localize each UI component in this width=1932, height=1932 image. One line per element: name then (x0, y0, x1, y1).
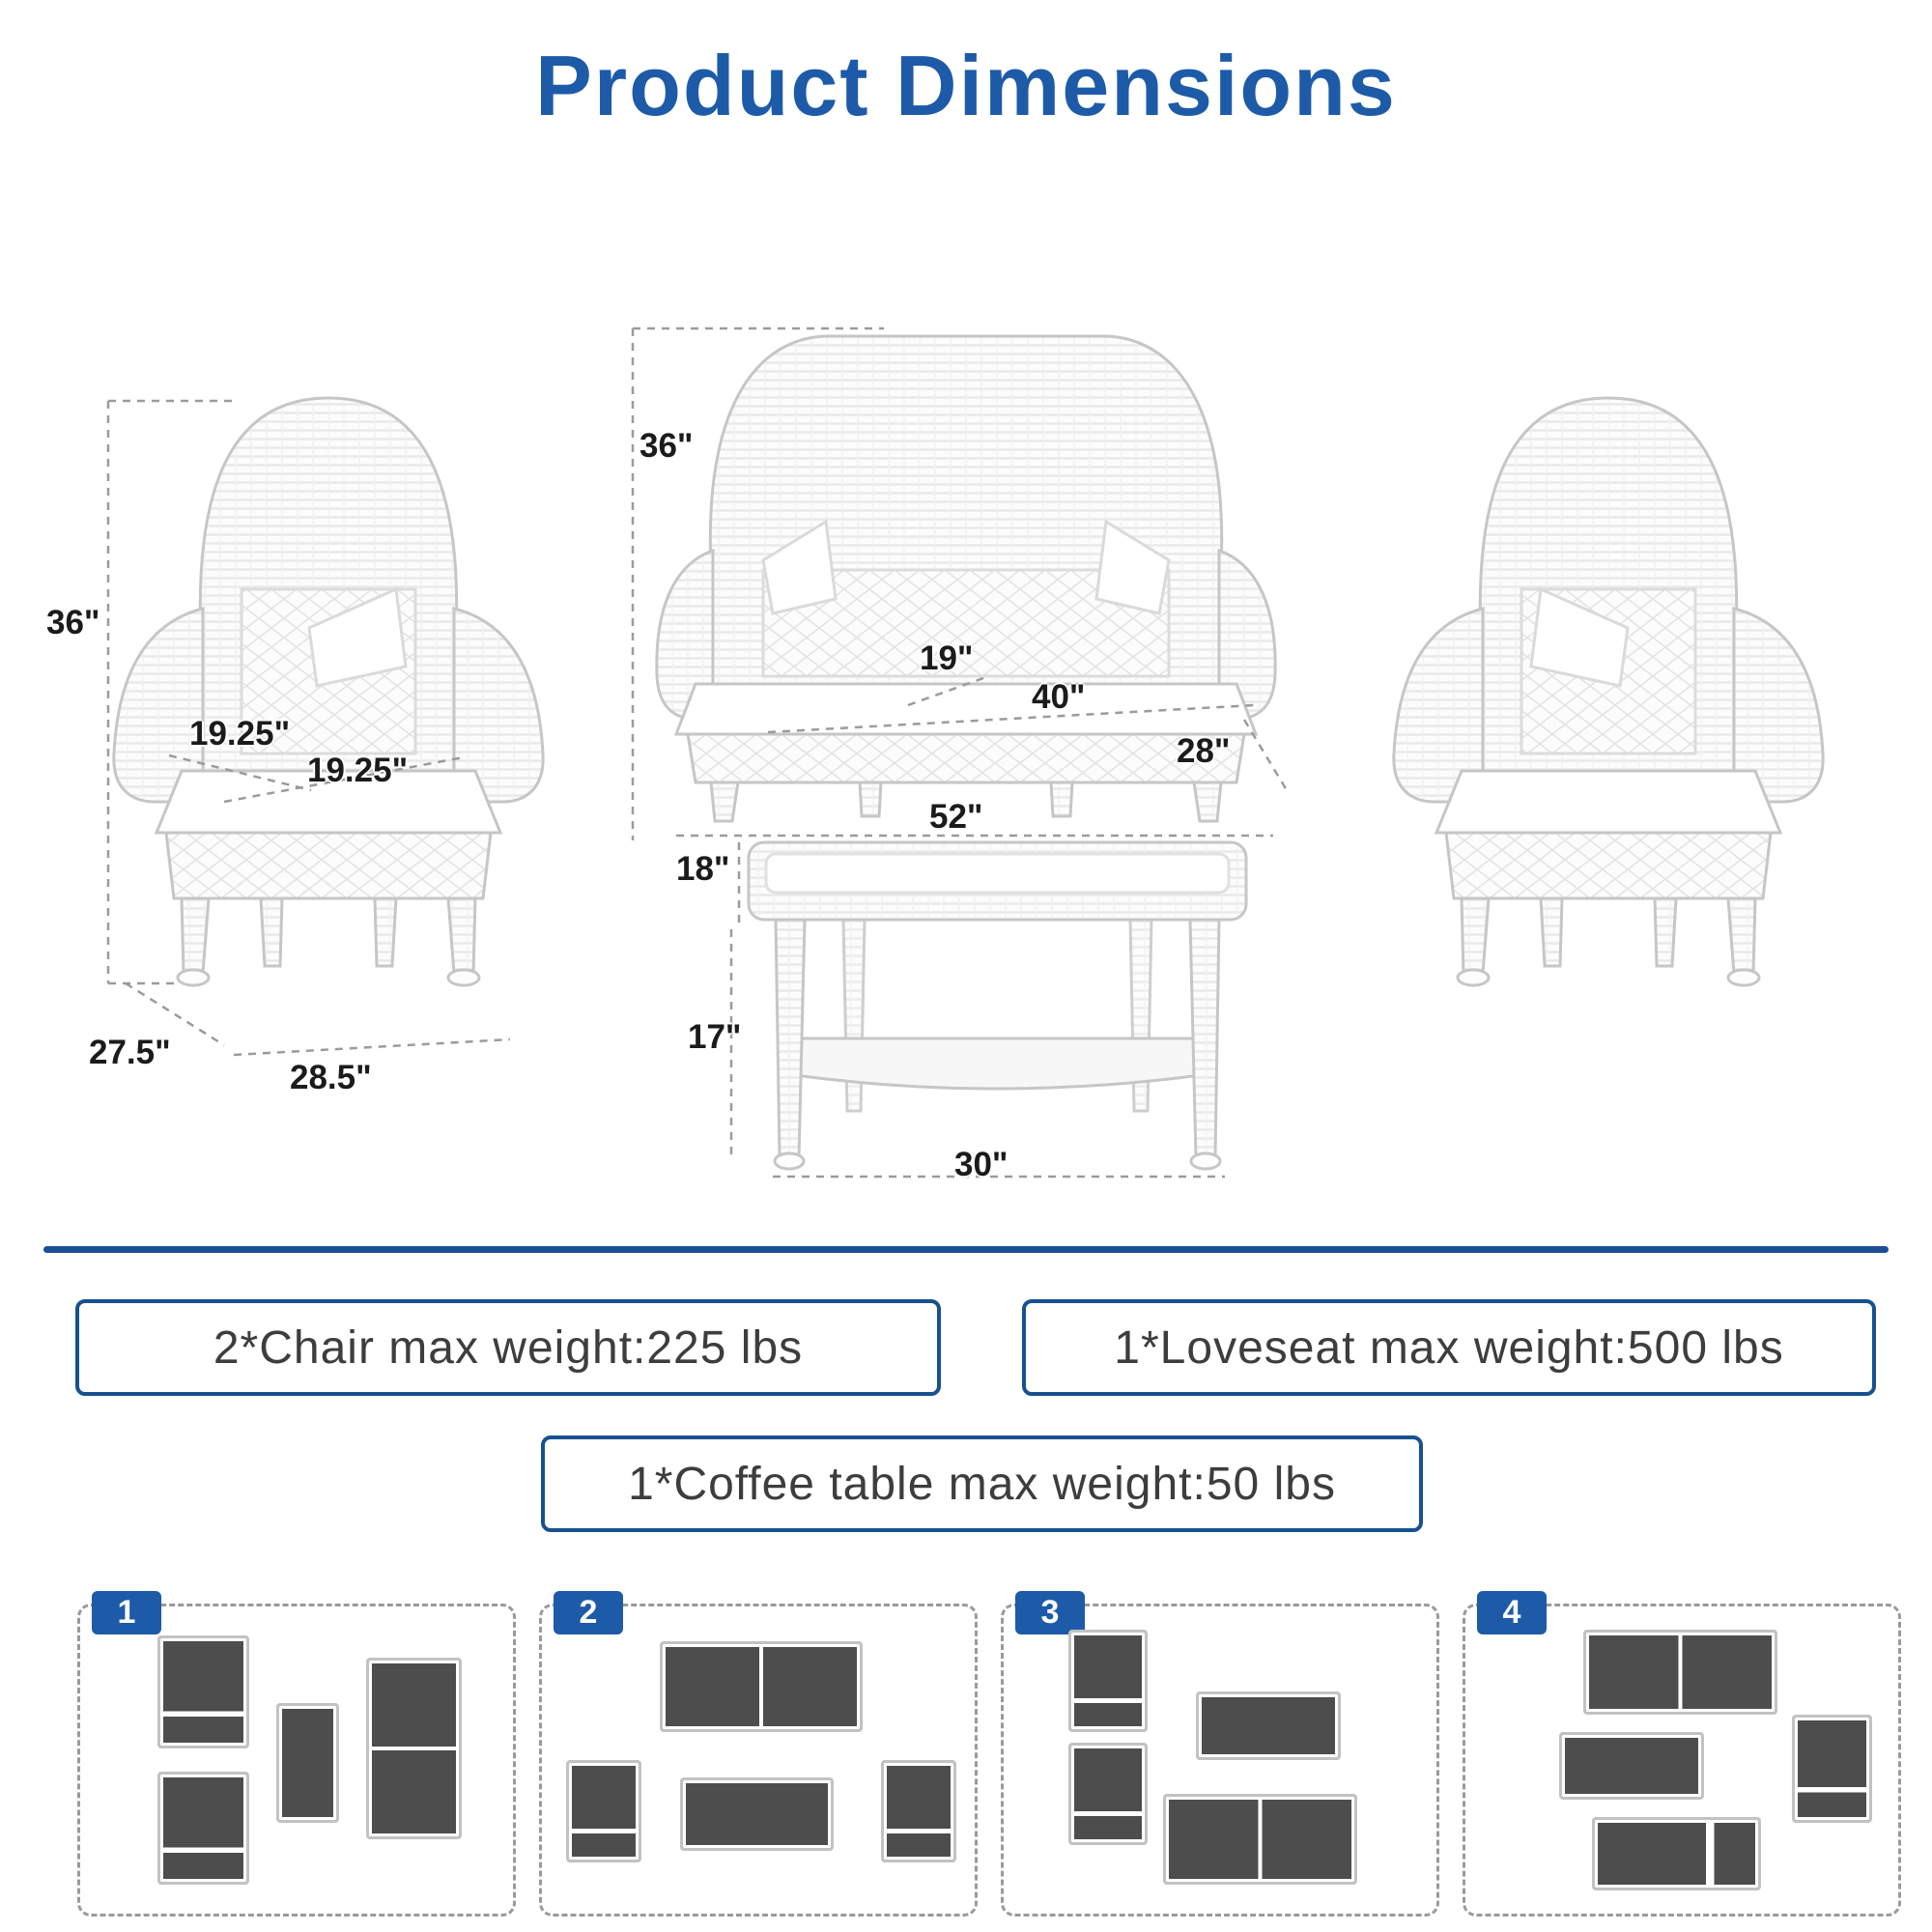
arrangement-canvas (554, 1618, 963, 1902)
arrangement-number-badge: 3 (1015, 1591, 1085, 1634)
arrangement-option-1: 1 (77, 1591, 516, 1917)
arrangement-chair (881, 1760, 957, 1862)
arrangement-number: 3 (1040, 1594, 1060, 1631)
arrangement-loveseat (366, 1658, 463, 1840)
arrangement-loveseat (1583, 1629, 1778, 1716)
loveseat-depth-label: 28" (1177, 732, 1231, 770)
table-weight-note: 1*Coffee table max weight:50 lbs (541, 1435, 1423, 1532)
table-weight-text: 1*Coffee table max weight:50 lbs (628, 1458, 1336, 1510)
chair-seat-width-label: 19.25" (307, 752, 409, 789)
arrangement-table (680, 1776, 835, 1852)
table-clearance-label: 17" (688, 1018, 742, 1056)
arrangement-number: 1 (117, 1594, 136, 1631)
arrangement-loveseat (660, 1640, 863, 1732)
table-height-label: 18" (676, 850, 730, 888)
arrangement-number-badge: 4 (1477, 1591, 1547, 1634)
loveseat-width-label: 52" (929, 798, 983, 836)
arrangement-chair (1068, 1743, 1149, 1846)
arrangement-canvas (1477, 1618, 1887, 1902)
chair-height-label: 36" (46, 604, 100, 641)
loveseat-weight-note: 1*Loveseat max weight:500 lbs (1022, 1299, 1876, 1396)
arrangement-chair (1591, 1816, 1762, 1891)
arrangement-chair (156, 1634, 249, 1749)
table-width-label: 30" (954, 1146, 1009, 1183)
chair-illustration-left (58, 348, 599, 1005)
chair-depth-label: 27.5" (89, 1034, 171, 1071)
arrangement-table (1195, 1691, 1341, 1761)
arrangement-chair (156, 1771, 249, 1886)
chair-weight-text: 2*Chair max weight:225 lbs (213, 1321, 804, 1374)
chair-illustration-right (1338, 348, 1879, 1005)
loveseat-height-label: 36" (639, 427, 694, 465)
illustration-area: 36" 19.25" 19.25" 27.5" 28.5" 36" 19" 40… (0, 164, 1932, 1236)
section-divider (43, 1246, 1889, 1253)
arrangement-canvas (1015, 1618, 1425, 1902)
page-title: Product Dimensions (535, 38, 1397, 133)
arrangement-chair (1792, 1714, 1872, 1823)
chair-width-label: 28.5" (290, 1059, 372, 1096)
arrangement-chair (1068, 1629, 1149, 1732)
arrangement-number-badge: 2 (554, 1591, 623, 1634)
coffee-table-illustration (720, 821, 1275, 1198)
arrangement-table (1558, 1731, 1704, 1801)
arrangement-option-3: 3 (1001, 1591, 1439, 1917)
arrangement-option-4: 4 (1463, 1591, 1901, 1917)
arrangement-number: 2 (579, 1594, 598, 1631)
arrangement-number-badge: 1 (92, 1591, 161, 1634)
loveseat-seat-depth-label: 19" (920, 639, 974, 677)
arrangement-table (275, 1703, 340, 1823)
arrangement-option-2: 2 (539, 1591, 978, 1917)
loveseat-weight-text: 1*Loveseat max weight:500 lbs (1114, 1321, 1784, 1374)
arrangement-canvas (92, 1618, 501, 1902)
chair-seat-depth-label: 19.25" (189, 715, 291, 753)
arrangement-loveseat (1162, 1794, 1357, 1886)
chair-weight-note: 2*Chair max weight:225 lbs (75, 1299, 941, 1396)
arrangement-number: 4 (1502, 1594, 1521, 1631)
arrangement-chair (565, 1760, 641, 1862)
loveseat-seat-width-label: 40" (1032, 678, 1086, 716)
